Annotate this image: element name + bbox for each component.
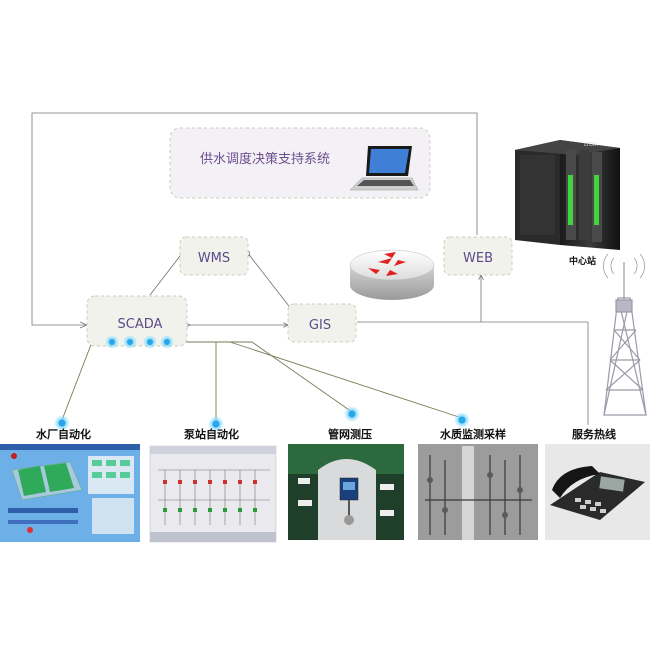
gis-node bbox=[287, 303, 357, 343]
scada-ports bbox=[105, 335, 174, 349]
wms-node bbox=[179, 236, 249, 276]
web-label: WEB bbox=[463, 251, 493, 266]
label-pipe-pressure: 管网测压 bbox=[328, 427, 372, 441]
water-quality-photo bbox=[418, 444, 538, 540]
connectors bbox=[149, 256, 589, 425]
server-rack-icon bbox=[515, 140, 620, 250]
scada-label: SCADA bbox=[118, 317, 163, 332]
web-node bbox=[443, 236, 513, 276]
feeder-endpoint-glows bbox=[54, 406, 470, 432]
label-pump-station: 泵站自动化 bbox=[184, 427, 239, 441]
laptop-icon bbox=[349, 146, 419, 191]
decision-support-label: 供水调度决策支持系统 bbox=[200, 151, 330, 167]
server-brand: LYDIA bbox=[584, 142, 599, 148]
feeder-lines bbox=[61, 341, 463, 422]
label-water-plant: 水厂自动化 bbox=[36, 427, 91, 441]
gis-label: GIS bbox=[309, 318, 331, 333]
pipe-pressure-screenshot bbox=[288, 444, 404, 540]
label-water-quality: 水质监测采样 bbox=[440, 427, 506, 441]
telephone-photo bbox=[545, 444, 650, 540]
antenna-tower-icon bbox=[603, 253, 647, 416]
center-station-label: 中心站 bbox=[569, 255, 596, 267]
scada-node bbox=[86, 295, 188, 347]
wms-label: WMS bbox=[198, 251, 230, 266]
pump-station-screenshot bbox=[149, 445, 277, 543]
water-plant-screenshot bbox=[0, 444, 140, 542]
router-icon bbox=[349, 249, 435, 300]
label-service-hotline: 服务热线 bbox=[572, 427, 616, 441]
